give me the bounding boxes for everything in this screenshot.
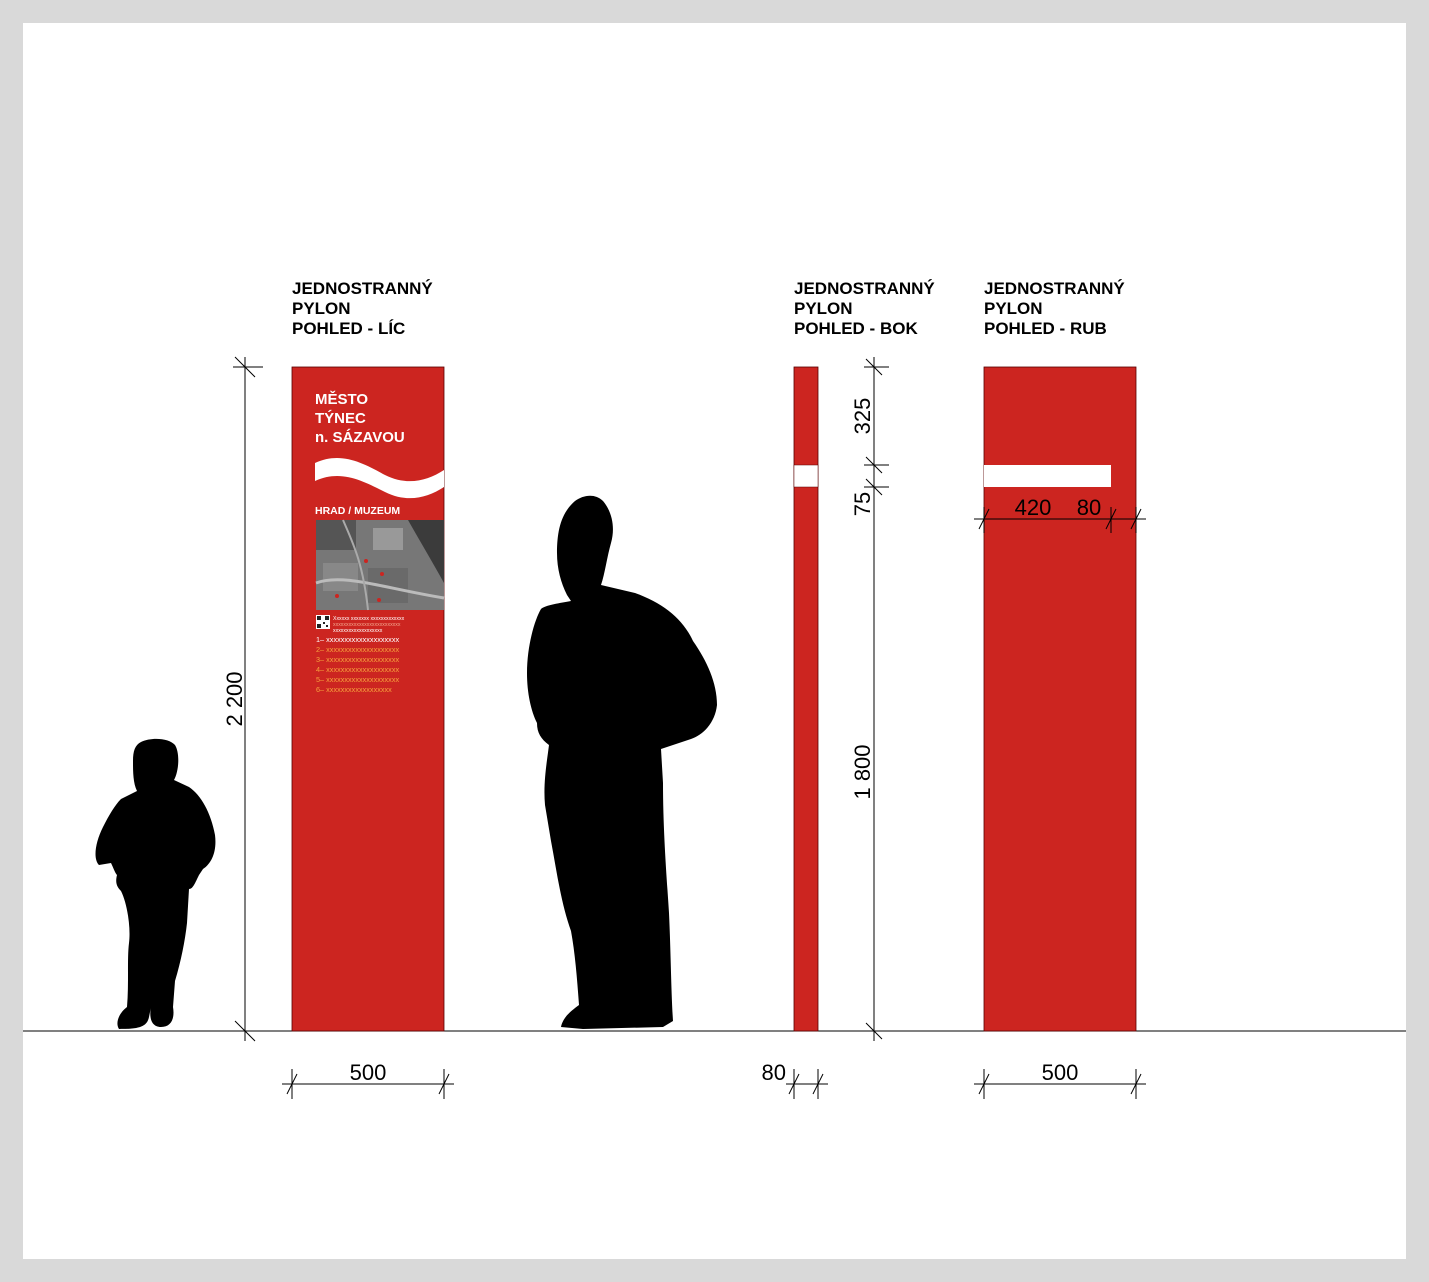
depth-dimension-side: [786, 1069, 828, 1099]
band-gap-label: 80: [1077, 495, 1101, 520]
list-item-3: 3– xxxxxxxxxxxxxxxxxxxx: [316, 655, 399, 664]
man-silhouette: [527, 495, 717, 1029]
info-line-3: xxxxxxxxxxxxxxxxxxx: [333, 628, 383, 634]
back-white-band: [984, 465, 1111, 487]
drawing-sheet: JEDNOSTRANNÝ PYLON POHLED - LÍC JEDNOSTR…: [23, 23, 1406, 1259]
sign-heading-line-3: n. SÁZAVOU: [315, 429, 405, 446]
child-silhouette: [95, 738, 216, 1029]
side-view-title: JEDNOSTRANNÝ PYLON POHLED - BOK: [794, 279, 935, 338]
sign-heading-line-1: MĚSTO: [315, 390, 368, 408]
back-width-label: 500: [1042, 1060, 1079, 1085]
bottom-height-label: 1 800: [850, 744, 875, 799]
list-item-2: 2– xxxxxxxxxxxxxxxxxxxx: [316, 645, 399, 654]
side-depth-label: 80: [762, 1060, 786, 1085]
qr-code: [316, 615, 330, 629]
list-item-4: 4– xxxxxxxxxxxxxxxxxxxx: [316, 665, 399, 674]
top-band-label: 325: [850, 398, 875, 435]
list-item-5: 5– xxxxxxxxxxxxxxxxxxxx: [316, 675, 399, 684]
band-dimension-back: [974, 507, 1146, 533]
list-item-1: 1– xxxxxxxxxxxxxxxxxxxx: [316, 635, 399, 644]
band-length-label: 420: [1015, 495, 1052, 520]
wave-logo: [315, 458, 444, 499]
width-dimension-front: [282, 1069, 454, 1099]
width-dimension-back: [974, 1069, 1146, 1099]
total-height-label: 2 200: [222, 671, 247, 726]
aerial-map-photo: [315, 519, 445, 611]
elevation-drawing: MĚSTO TÝNEC n. SÁZAVOU HRAD / MUZEUM: [23, 356, 1406, 1099]
band-height-label: 75: [850, 492, 875, 516]
info-line-1: Xxxxxx xxxxxxx xxxxxxxxxxxxx: [333, 616, 405, 622]
front-width-label: 500: [350, 1060, 387, 1085]
height-dimension-side: [864, 357, 889, 1041]
side-white-band: [793, 464, 819, 488]
back-view-title: JEDNOSTRANNÝ PYLON POHLED - RUB: [984, 279, 1125, 338]
height-dimension-front: [233, 356, 263, 1042]
front-view-title: JEDNOSTRANNÝ PYLON POHLED - LÍC: [292, 279, 433, 338]
info-line-2: xxxxxxxxxxxxxxxxxxxxxxxxxx: [333, 622, 401, 628]
sign-subheading: HRAD / MUZEUM: [315, 505, 400, 517]
list-item-6: 6– xxxxxxxxxxxxxxxxxx: [316, 685, 392, 694]
sign-heading-line-2: TÝNEC: [315, 409, 366, 427]
